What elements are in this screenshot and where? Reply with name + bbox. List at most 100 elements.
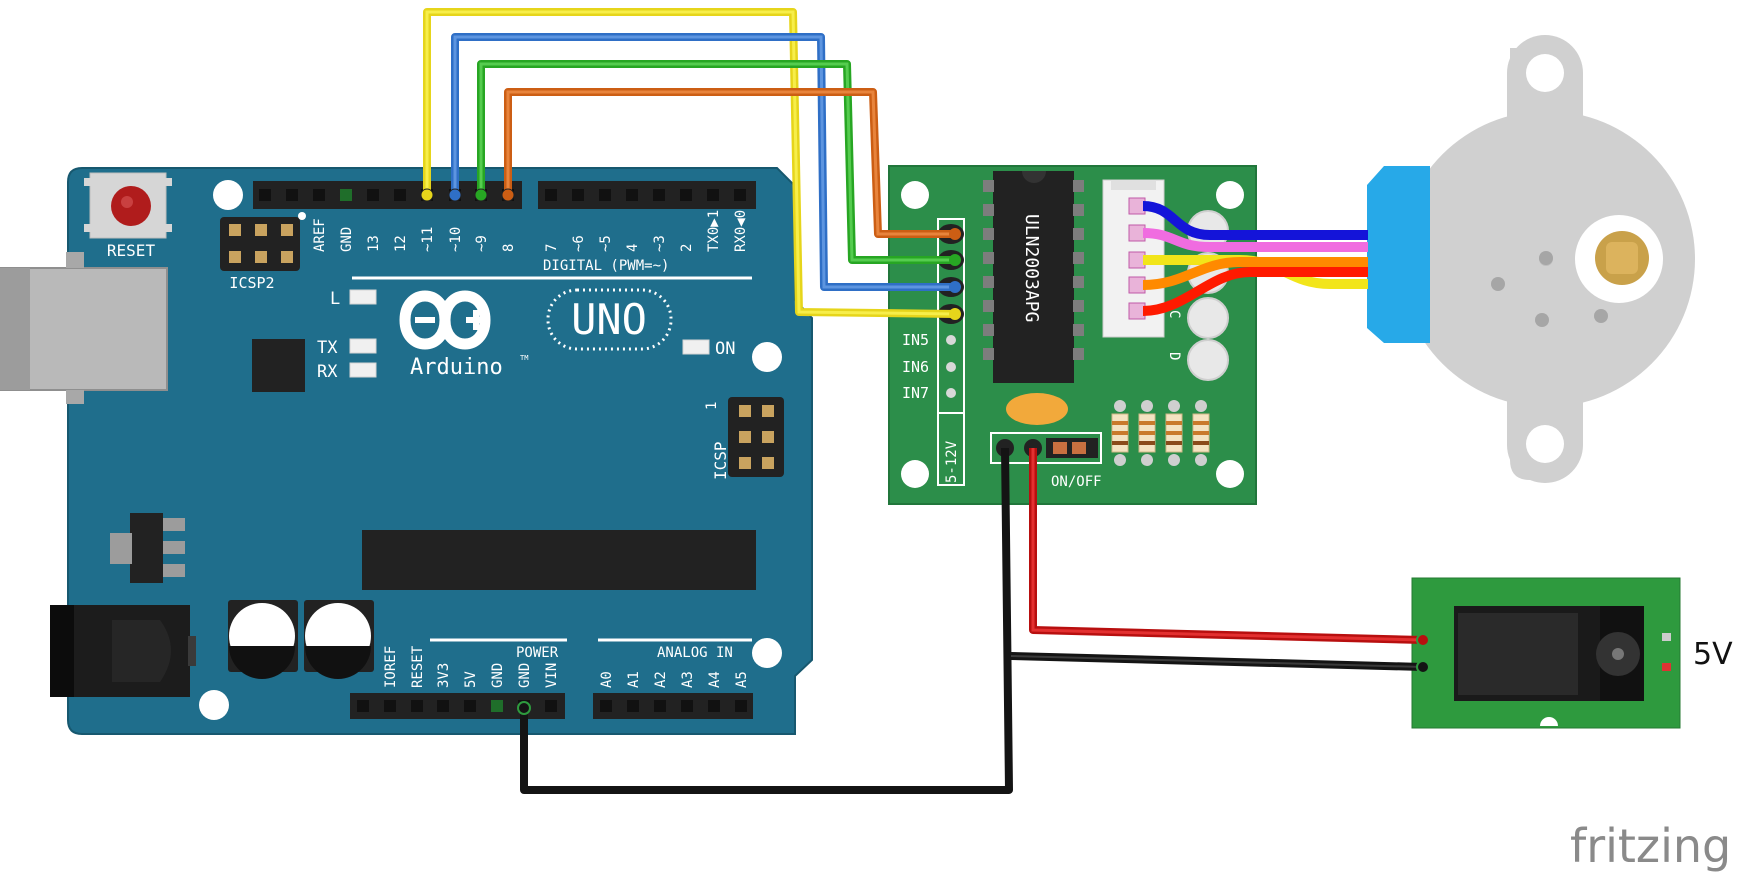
- header-hole: [654, 700, 666, 712]
- header-hole: [599, 189, 611, 201]
- resistor-pad: [1195, 400, 1207, 412]
- resistor-pad: [1195, 454, 1207, 466]
- chip-leg: [983, 180, 994, 192]
- header-hole: [545, 189, 557, 201]
- motor-wire-blue: [1142, 201, 1368, 240]
- driver-input-header-outline: [937, 218, 965, 486]
- resistor-pad: [1114, 400, 1126, 412]
- header-hole-gnd: [340, 189, 352, 201]
- digital-pin-label: TX0▶1: [706, 210, 722, 252]
- digital-pin-label: ~9: [474, 235, 490, 252]
- logo-uno: UNO: [571, 295, 647, 344]
- chip-leg: [983, 228, 994, 240]
- analog-header: [593, 693, 753, 719]
- fritzing-watermark: fritzing: [1570, 819, 1731, 873]
- power-pin-label: GND: [490, 663, 506, 688]
- analog-pin-label: A1: [626, 671, 642, 688]
- chip-leg: [1073, 300, 1084, 312]
- reset-button[interactable]: [84, 172, 172, 239]
- icsp2-header: [220, 212, 306, 271]
- connector-pin: [1128, 302, 1146, 320]
- chip-leg: [1073, 348, 1084, 360]
- analog-pin-label: A5: [734, 671, 750, 688]
- icsp-pin-1: 1: [704, 402, 720, 410]
- digital-pin-label: 13: [366, 235, 382, 252]
- resistor-band: [1166, 441, 1182, 445]
- header-hole: [286, 189, 298, 201]
- header-hole: [259, 189, 271, 201]
- power-header: [350, 693, 565, 719]
- header-hole: [734, 189, 746, 201]
- analog-pin-label: A3: [680, 671, 696, 688]
- header-hole: [707, 189, 719, 201]
- led-l-label: L: [330, 289, 340, 309]
- led-tx: [349, 338, 377, 354]
- chip-leg: [983, 204, 994, 216]
- analog-pin-label: A4: [707, 671, 723, 688]
- header-hole: [437, 700, 449, 712]
- power-pin-label: RESET: [410, 645, 426, 688]
- header-hole: [735, 700, 747, 712]
- capacitor-2: [304, 600, 374, 679]
- logo-arduino-name: Arduino: [410, 355, 503, 380]
- motor-wire-orange: [1142, 257, 1368, 290]
- driver-led-label: D: [1166, 352, 1182, 360]
- uln2003-chip-label: ULN2003APG: [1021, 214, 1042, 322]
- digital-pin-label: 4: [625, 244, 641, 252]
- header-hole: [681, 700, 693, 712]
- digital-pin-label: ~3: [652, 235, 668, 252]
- power-supply-label: 5V: [1693, 637, 1733, 672]
- header-hole: [680, 189, 692, 201]
- led-on-label: ON: [715, 339, 735, 359]
- header-hole: [464, 700, 476, 712]
- chip-leg: [1073, 204, 1084, 216]
- chip-leg: [983, 300, 994, 312]
- power-pin-label: 5V: [463, 671, 479, 688]
- chip-leg: [983, 252, 994, 264]
- uln2003-chip: [983, 171, 1084, 383]
- driver-power-header: [990, 432, 1102, 464]
- digital-pin-label: 8: [501, 244, 517, 252]
- resistor-pad: [1141, 454, 1153, 466]
- digital-pin-label: 12: [393, 235, 409, 252]
- led-rx-label: RX: [317, 362, 338, 382]
- driver-input-pin: [946, 362, 956, 372]
- on-off-switch[interactable]: [1046, 438, 1098, 458]
- header-hole: [357, 700, 369, 712]
- connector-pin: [1128, 197, 1146, 215]
- header-hole: [627, 700, 639, 712]
- driver-resistors: [1111, 400, 1210, 466]
- capacitor-1: [228, 600, 298, 679]
- header-hole: [411, 700, 423, 712]
- resistor-band: [1139, 421, 1155, 425]
- resistor-pad: [1168, 454, 1180, 466]
- wires: [420, 8, 1430, 794]
- digital-pin-label: RX0◀0: [733, 210, 749, 252]
- resistor-band: [1166, 431, 1182, 435]
- wire-black: [520, 447, 1013, 794]
- power-pin-label: VIN: [544, 663, 560, 688]
- power-pin-label: 3V3: [436, 663, 452, 688]
- resistor-band: [1139, 441, 1155, 445]
- digital-pin-label: AREF: [312, 218, 328, 252]
- chip-leg: [1073, 324, 1084, 336]
- led-rx: [349, 362, 377, 378]
- power-pin-label: GND: [517, 663, 533, 688]
- stepper-motor: [1367, 35, 1695, 483]
- header-hole: [600, 700, 612, 712]
- header-hole-gnd: [491, 700, 503, 712]
- digital-pin-label: ~6: [571, 235, 587, 252]
- digital-pin-label: 2: [679, 244, 695, 252]
- driver-voltage-label: 5-12V: [944, 440, 960, 483]
- digital-pin-label: ~10: [448, 227, 464, 252]
- usb-connector: [0, 252, 168, 404]
- resistor-band: [1193, 421, 1209, 425]
- digital-pin-label: 7: [544, 244, 560, 252]
- led-l: [349, 289, 377, 305]
- analog-title: ANALOG IN: [657, 645, 733, 661]
- usb-chip: [252, 339, 305, 392]
